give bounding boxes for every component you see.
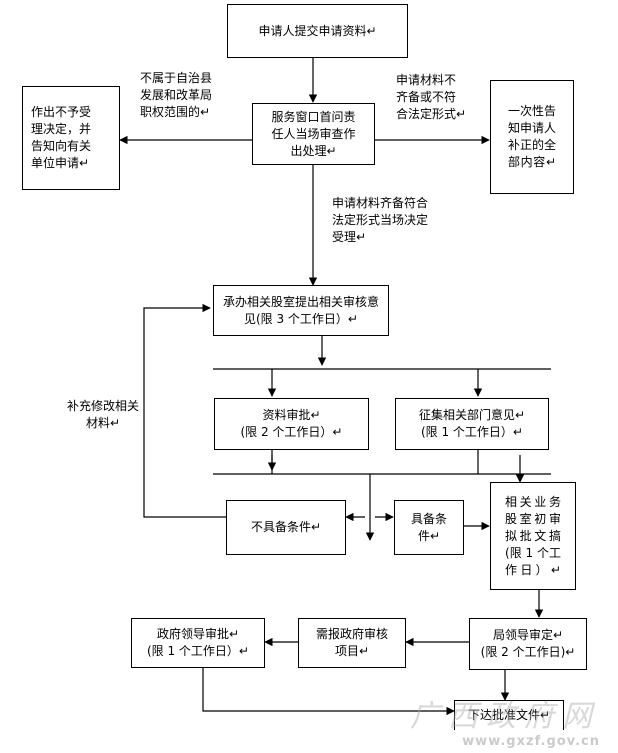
box-document-review: 资料审批↵ (限 2 个工作日）↵ [214, 398, 369, 450]
box-dept-opinion: 承办相关股室提出相关审核意 见(限 3 个工作日）↵ [213, 285, 389, 336]
watermark-site-name: 广西政府网 [410, 699, 600, 734]
box-gov-approval: 政府领导审批↵ (限 1 个工作日）↵ [131, 618, 265, 668]
label-out-of-scope: 不属于自治县 发展和改革局 职权范围的↵ [140, 71, 213, 119]
box-issue-approval: 下达批准文件↵ [454, 700, 564, 730]
box-inform-applicant: 一次性告 知申请人 补正的全 部内容↵ [490, 80, 574, 194]
box-bureau-review: 局领导审定↵ (限 2 个工作日)↵ [469, 618, 587, 670]
label-accept: 申请材料齐备符合 法定形式当场决定 受理↵ [332, 196, 429, 244]
box-submit-application: 申请人提交申请资料↵ [227, 4, 408, 58]
box-solicit-opinions: 征集相关部门意见↵ (限 1 个工作日）↵ [395, 398, 549, 450]
line-approve-to-issue [202, 668, 455, 716]
box-service-window: 服务窗口首问责 任人当场审查作 出处理↵ [252, 103, 375, 165]
box-meet-conditions: 具备条 件↵ [394, 500, 464, 555]
box-reject-decision: 作出不予受 理决定，并 告知向有关 单位申请↵ [22, 86, 120, 190]
box-draft-approval: 相关业务 股室初审 拟批文搞 (限 1 个工 作日）↵ [490, 482, 576, 590]
label-supplement: 补充修改相关 材料↵ [66, 399, 139, 430]
watermark: 广西政府网 www.gxzf.gov.cn [400, 699, 600, 750]
watermark-url: www.gxzf.gov.cn [462, 734, 600, 749]
box-gov-report: 需报政府审核 项目↵ [298, 618, 406, 668]
loop-supplement [143, 303, 226, 518]
box-not-meet-conditions: 不具备条件↵ [226, 500, 346, 555]
label-incomplete-materials: 申请材料不 齐备或不符 合法定形式↵ [396, 73, 467, 121]
